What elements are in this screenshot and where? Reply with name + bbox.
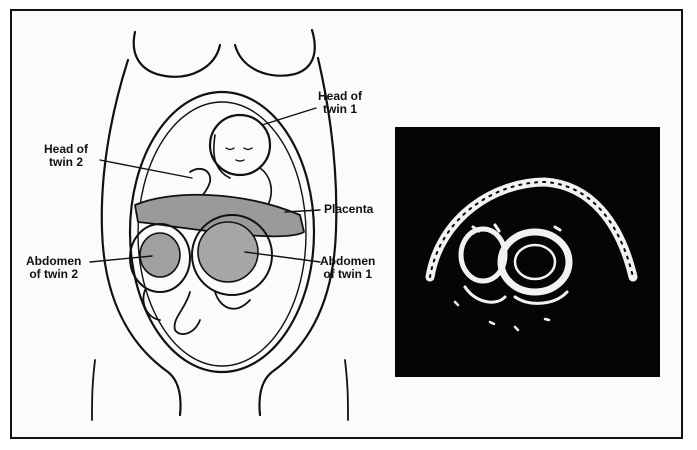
abdomen-twin-2 <box>140 233 180 277</box>
label-placenta: Placenta <box>324 203 373 216</box>
label-head-twin-1: Head of twin 1 <box>318 90 362 116</box>
left-breast-outline <box>134 32 220 77</box>
twin-1-face <box>226 148 252 161</box>
right-breast-outline <box>235 30 315 76</box>
ultrasound-echo-art <box>395 127 660 377</box>
abdomen-twin-1-echo <box>501 232 569 292</box>
head-twin-1 <box>210 115 270 175</box>
label-abdomen-twin-1: Abdomen of twin 1 <box>320 255 375 281</box>
ultrasound-image <box>395 127 660 377</box>
label-head-twin-2: Head of twin 2 <box>44 143 88 169</box>
leader-head-twin-2 <box>100 160 192 178</box>
label-abdomen-twin-2: Abdomen of twin 2 <box>26 255 81 281</box>
leader-head-twin-1 <box>262 108 316 125</box>
